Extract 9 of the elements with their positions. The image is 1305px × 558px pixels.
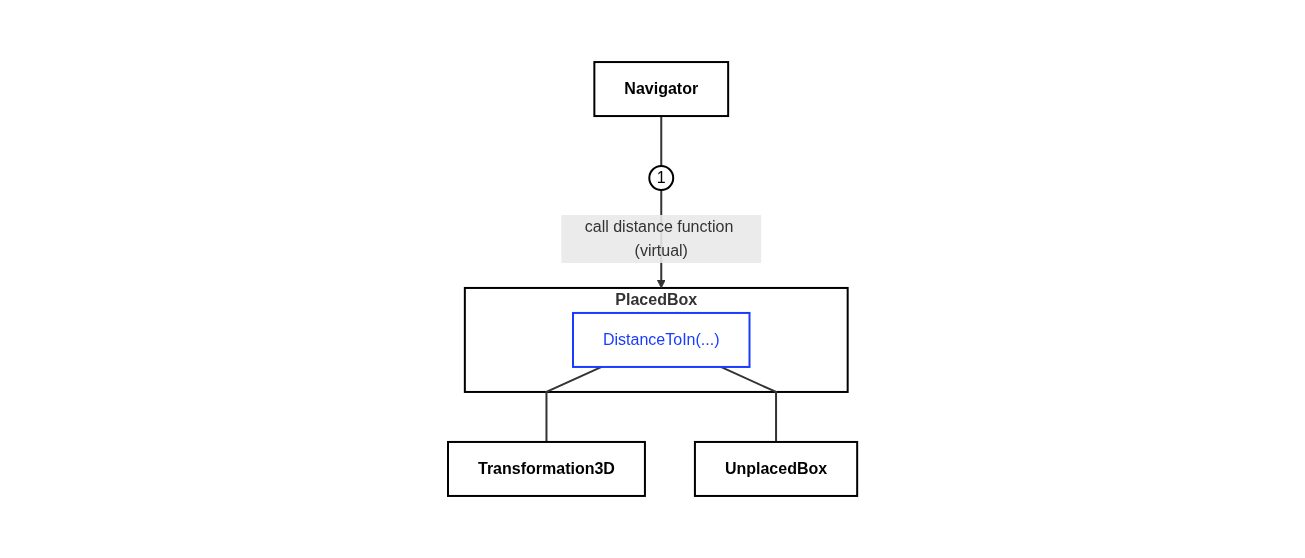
node-box: DistanceToIn(...) bbox=[571, 311, 751, 368]
node-box: Transformation3D bbox=[446, 440, 646, 497]
connector bbox=[545, 365, 603, 443]
connector bbox=[660, 115, 663, 168]
node-box: UnplacedBox bbox=[693, 440, 859, 497]
node-circle: 1 bbox=[648, 165, 675, 191]
node-box: Navigator bbox=[593, 61, 730, 118]
edge-label: call distance function (virtual) bbox=[584, 217, 734, 259]
connector bbox=[719, 365, 777, 443]
